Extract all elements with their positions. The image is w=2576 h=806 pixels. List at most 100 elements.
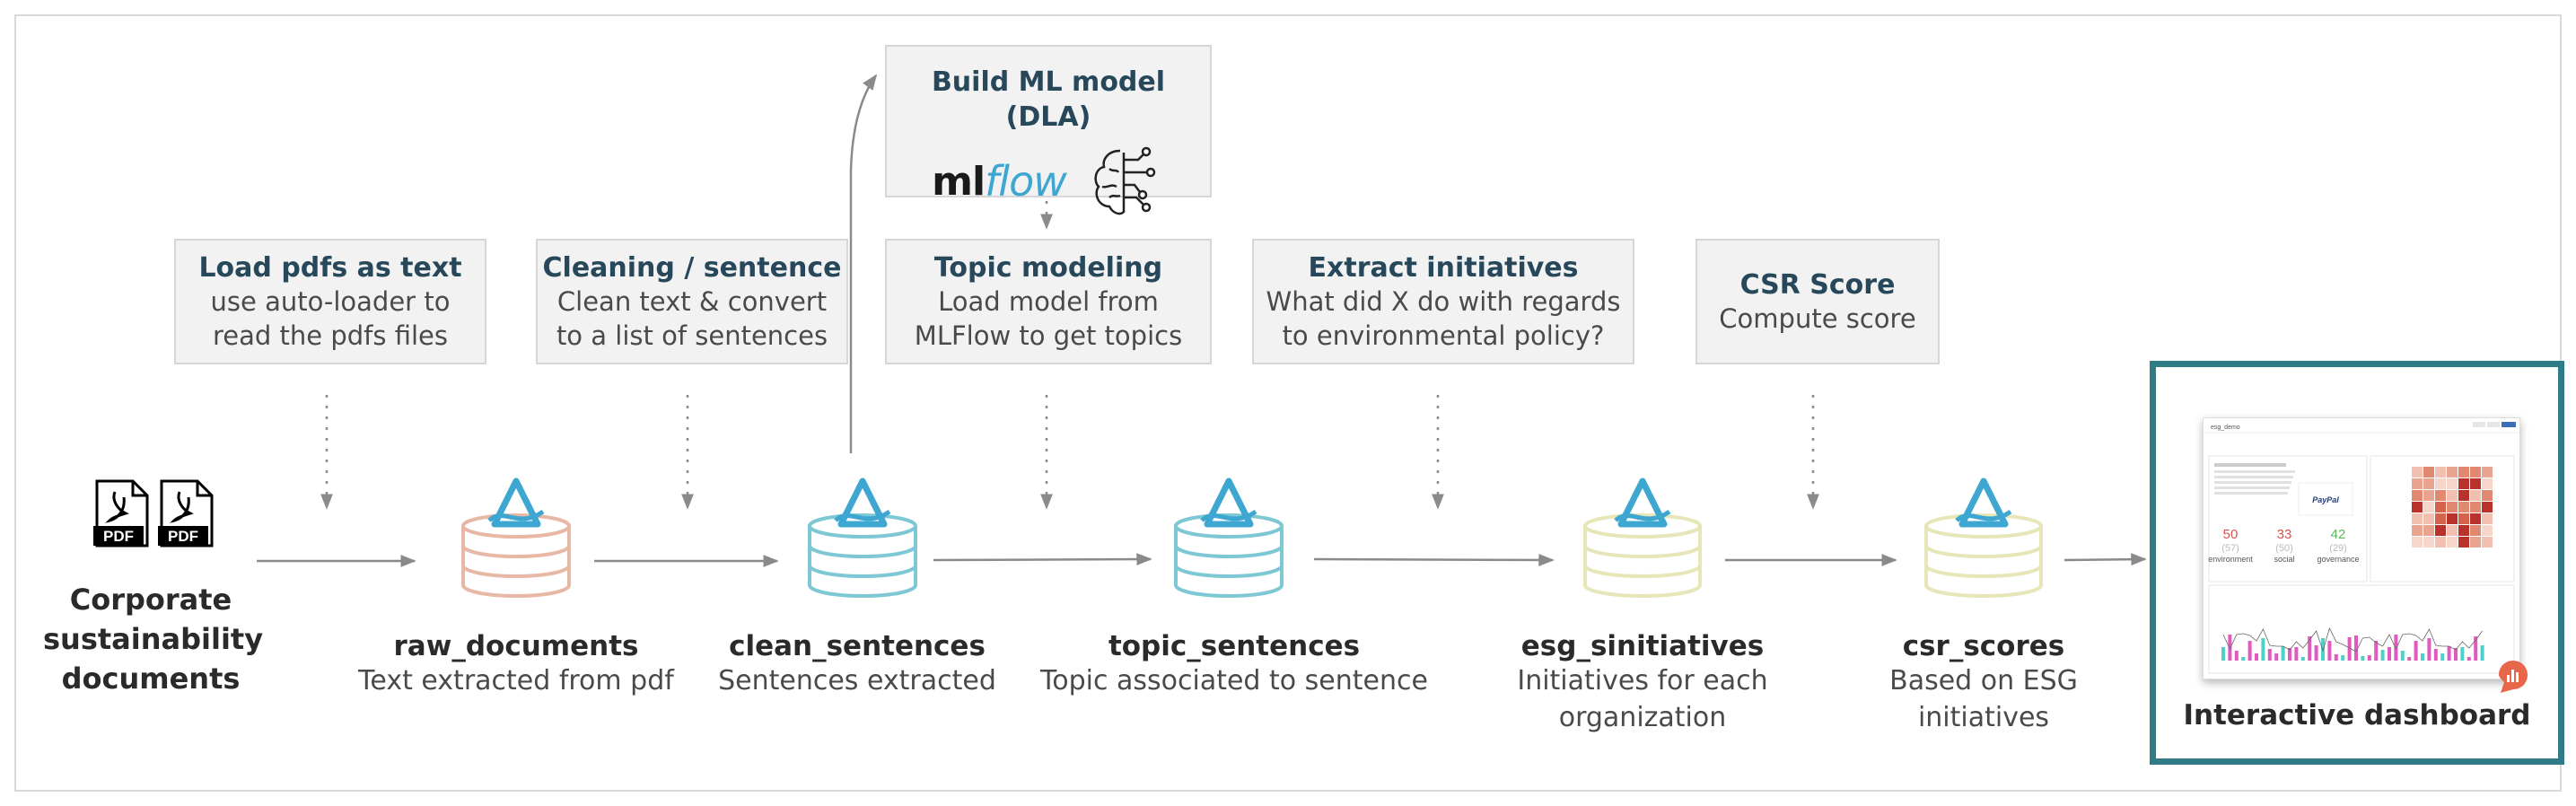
dashboard-label: Interactive dashboard xyxy=(2183,699,2531,732)
thumb-heatmap-cell xyxy=(2423,502,2434,513)
thumb-bar xyxy=(2255,653,2258,661)
thumb-heatmap-cell xyxy=(2423,467,2434,477)
thumb-bar xyxy=(2314,645,2318,661)
thumb-bar xyxy=(2288,648,2291,661)
thumb-bar xyxy=(2228,635,2232,661)
source-label: Corporate sustainability documents xyxy=(43,583,264,696)
step-title: Extract initiatives xyxy=(1308,251,1579,284)
thumb-heatmap-cell xyxy=(2447,502,2458,513)
thumb-heatmap-cell xyxy=(2470,502,2481,513)
database-icon-esg-sinitiatives xyxy=(1580,474,1705,614)
thumb-heatmap-cell xyxy=(2470,525,2481,536)
thumb-heatmap-cell xyxy=(2482,490,2493,501)
thumb-heatmap-cell xyxy=(2470,513,2481,524)
thumb-bar xyxy=(2361,656,2365,661)
thumb-score-sub: (57) xyxy=(2221,543,2239,554)
thumb-heatmap-cell xyxy=(2447,478,2458,489)
step-title: CSR Score xyxy=(1739,268,1896,301)
ml-model-box: Build ML model (DLA) ml flow xyxy=(885,45,1212,215)
thumb-heatmap-cell xyxy=(2435,513,2446,524)
thumb-bar xyxy=(2221,647,2225,661)
thumb-score-value: 33 xyxy=(2277,527,2292,542)
thumb-heatmap-cell xyxy=(2447,525,2458,536)
thumb-heatmap-cell xyxy=(2435,525,2446,536)
thumb-bar xyxy=(2354,635,2358,661)
step-box-csr-score: CSR Score Compute score xyxy=(1695,239,1940,364)
pdf-icon-text: PDF xyxy=(103,528,134,545)
thumb-score-sub: (29) xyxy=(2329,543,2347,554)
step-title: Topic modeling xyxy=(933,251,1163,284)
arrow-clean-to-topic xyxy=(933,553,1152,566)
pdf-icon: PDF xyxy=(158,479,214,548)
thumb-bar xyxy=(2367,655,2371,661)
thumb-bar xyxy=(2347,637,2352,661)
thumb-bar xyxy=(2241,657,2246,661)
thumb-bar xyxy=(2334,654,2338,661)
thumb-heatmap-cell xyxy=(2412,467,2423,477)
thumb-heatmap-cell xyxy=(2435,502,2446,513)
mlflow-logo-ml: ml xyxy=(932,159,986,206)
step-desc: Clean text & convert to a list of senten… xyxy=(556,285,828,351)
step-box-extract-initiatives: Extract initiatives What did X do with r… xyxy=(1252,239,1634,364)
thumb-bar xyxy=(2388,647,2391,661)
thumb-score-label: environment xyxy=(2208,555,2253,564)
thumb-bar xyxy=(2394,635,2398,661)
dashboard-thumbnail[interactable]: esg_demo PayPal 50 (57) environment 33 (… xyxy=(2203,417,2520,679)
thumb-bar xyxy=(2294,647,2299,661)
thumb-heatmap-cell xyxy=(2470,467,2481,477)
thumb-heatmap-cell xyxy=(2435,490,2446,501)
table-label-clean-sentences: clean_sentences Sentences extracted xyxy=(691,630,1023,699)
thumb-bar xyxy=(2433,649,2438,661)
thumb-heatmap-cell xyxy=(2458,490,2469,501)
thumb-heatmap-cell xyxy=(2458,537,2469,548)
thumb-bar xyxy=(2466,657,2471,661)
thumb-bar xyxy=(2341,655,2345,661)
thumb-heatmap-cell xyxy=(2447,513,2458,524)
thumb-heatmap-cell xyxy=(2435,537,2446,548)
pdf-icon-text: PDF xyxy=(168,528,198,545)
database-icon-topic-sentences xyxy=(1170,474,1287,614)
thumb-brand: PayPal xyxy=(2312,495,2339,504)
thumb-bar xyxy=(2274,653,2279,661)
thumb-bar xyxy=(2414,641,2418,661)
thumb-heatmap-cell xyxy=(2447,467,2458,477)
thumb-bar xyxy=(2440,653,2445,661)
thumb-bar xyxy=(2308,636,2312,661)
table-name: topic_sentences xyxy=(1108,630,1361,662)
thumb-bar xyxy=(2454,648,2458,661)
thumb-heatmap-cell xyxy=(2447,490,2458,501)
thumb-heatmap-cell xyxy=(2412,490,2423,501)
brain-circuit-icon xyxy=(1094,146,1156,215)
dashboard-thumbnail-graphic: esg_demo PayPal 50 (57) environment 33 (… xyxy=(2204,422,2519,674)
thumb-bar xyxy=(2474,636,2478,661)
pdf-icon: PDF xyxy=(93,479,149,548)
thumb-heatmap-cell xyxy=(2412,513,2423,524)
arrow-clean-to-ml xyxy=(849,74,878,453)
thumb-heatmap-cell xyxy=(2423,525,2434,536)
step-box-load-pdfs: Load pdfs as text use auto-loader to rea… xyxy=(174,239,486,364)
thumb-heatmap-cell xyxy=(2482,525,2493,536)
interactive-dashboard-panel[interactable]: esg_demo PayPal 50 (57) environment 33 (… xyxy=(2150,361,2564,765)
thumb-score-label: governance xyxy=(2317,555,2359,564)
step-title: Load pdfs as text xyxy=(198,251,462,284)
thumb-heatmap-cell xyxy=(2447,537,2458,548)
thumb-line-chart xyxy=(2222,626,2483,653)
thumb-heatmap-cell xyxy=(2435,478,2446,489)
thumb-heatmap-cell xyxy=(2412,537,2423,548)
thumb-heatmap-cell xyxy=(2412,502,2423,513)
thumb-bar xyxy=(2327,641,2332,661)
thumb-bar xyxy=(2321,638,2325,661)
mlflow-logo-flow: flow xyxy=(985,157,1067,206)
table-name: raw_documents xyxy=(393,630,639,662)
step-desc: Load model from MLFlow to get topics xyxy=(914,285,1183,351)
thumb-score-value: 50 xyxy=(2223,527,2239,542)
thumb-bar xyxy=(2234,651,2239,661)
thumb-bar xyxy=(2447,646,2451,661)
thumb-heatmap-cell xyxy=(2470,537,2481,548)
thumb-score-sub: (50) xyxy=(2275,543,2293,554)
step-desc: use auto-loader to read the pdfs files xyxy=(210,285,451,351)
thumb-bar xyxy=(2247,641,2252,661)
thumb-heatmap-cell xyxy=(2482,513,2493,524)
thumb-heatmap xyxy=(2412,467,2493,548)
